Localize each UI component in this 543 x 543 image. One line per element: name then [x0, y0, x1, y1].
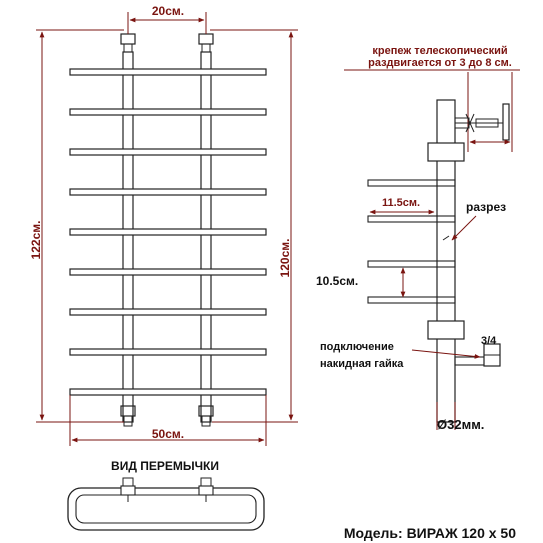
diameter-dimension: Ø32мм.: [436, 402, 484, 432]
bar-depth-label: 11.5см.: [382, 197, 420, 209]
front-crossbar: [69, 68, 267, 76]
spacing-label: 10.5см.: [316, 274, 358, 288]
front-vertical-pipes: [122, 51, 212, 423]
front-crossbar: [69, 308, 267, 316]
front-crossbar: [69, 228, 267, 236]
telescopic-wall-mount: [454, 72, 513, 152]
front-crossbar: [69, 108, 267, 116]
connection-fitting: [454, 343, 501, 367]
jumper-view-title: ВИД ПЕРЕМЫЧКИ: [111, 459, 219, 473]
side-crossbars: [367, 179, 456, 304]
bar-depth-dimension: 11.5см.: [369, 197, 435, 215]
mount-note-line2: раздвигается от 3 до 8 см.: [368, 57, 512, 69]
cut-label: разрез: [466, 200, 506, 214]
model-label: Модель: ВИРАЖ 120 x 50: [344, 525, 516, 541]
right-height-label: 120см.: [278, 239, 292, 278]
front-crossbar: [69, 148, 267, 156]
front-crossbar: [69, 388, 267, 396]
jumper-left-nipple: [120, 477, 136, 502]
bottom-width-label: 50см.: [152, 427, 184, 441]
right-height-dimension: 120см.: [210, 29, 298, 423]
front-crossbars: [69, 68, 267, 396]
lower-collar: [427, 320, 465, 340]
side-view: крепеж телескопический раздвигается от 3…: [316, 45, 520, 432]
jumper-view: ВИД ПЕРЕМЫЧКИ: [67, 459, 265, 531]
top-width-label: 20см.: [152, 4, 184, 18]
front-view: 20см. 50см. 122см. 120см.: [29, 4, 298, 446]
left-height-dimension: 122см.: [29, 29, 124, 423]
connection-label-line1: подключение: [320, 341, 394, 353]
thread-label: 3/4: [481, 335, 497, 347]
front-crossbar: [69, 188, 267, 196]
jumper-right-nipple: [198, 477, 214, 502]
front-end-fittings: [120, 33, 214, 427]
top-width-dimension: 20см.: [127, 4, 207, 34]
connection-label-line2: накидная гайка: [320, 358, 404, 370]
mount-note-line1: крепеж телескопический: [372, 45, 507, 57]
bottom-width-dimension: 50см.: [69, 395, 267, 446]
front-crossbar: [69, 348, 267, 356]
front-crossbar: [69, 268, 267, 276]
diameter-label: Ø32мм.: [437, 417, 484, 432]
spacing-dimension: 10.5см.: [316, 267, 406, 298]
upper-collar: [427, 142, 465, 162]
left-height-label: 122см.: [29, 221, 43, 260]
